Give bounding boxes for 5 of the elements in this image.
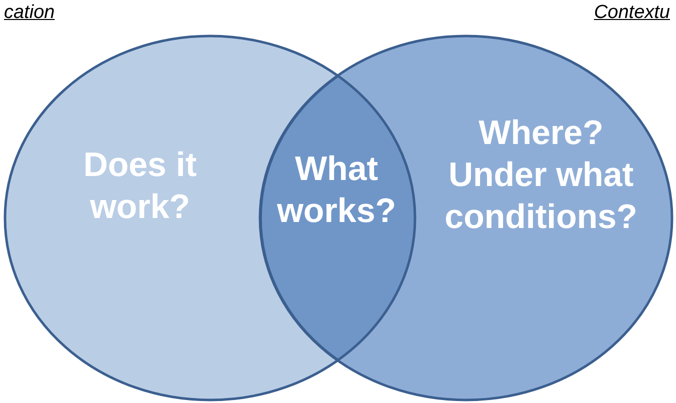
set-heading: Contextu <box>594 1 670 25</box>
region-label: Where? Under what conditions? <box>444 113 638 238</box>
region-label: What works? <box>276 149 398 232</box>
set-heading: cation <box>4 1 55 25</box>
region-label: Does it work? <box>82 145 198 228</box>
